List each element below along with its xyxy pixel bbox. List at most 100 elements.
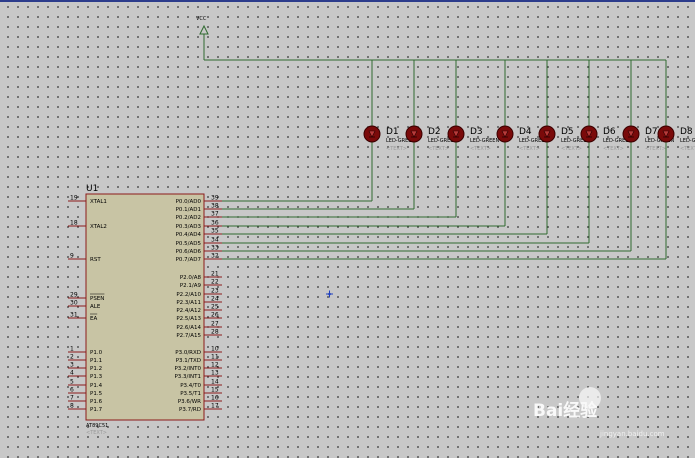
mcu-right-pins: 39P0.0/AD038P0.1/AD137P0.2/AD236P0.3/AD3… xyxy=(174,195,222,414)
pin-number: 35 xyxy=(211,228,219,235)
wires-layer xyxy=(203,34,667,260)
pin-label: P3.7/RD xyxy=(179,407,201,413)
led-subtext: <TEXT> xyxy=(428,146,449,152)
mcu-pin-3[interactable]: 3P1.2 xyxy=(68,362,102,373)
led-subtext: <TEXT> xyxy=(645,146,666,152)
pin-label: P0.3/AD3 xyxy=(176,224,202,230)
pin-label: P1.0 xyxy=(90,350,103,356)
mcu-left-pins: 19XTAL118XTAL29RST29PSEN30ALE31EA1P1.02P… xyxy=(68,195,107,414)
led-ref: D3 xyxy=(470,127,483,137)
mcu-pin-4[interactable]: 4P1.3 xyxy=(68,370,103,381)
led-subtext: <TEXT> xyxy=(519,146,540,152)
pin-label: P0.0/AD0 xyxy=(176,199,202,205)
mcu-pin-5[interactable]: 5P1.4 xyxy=(68,379,103,390)
watermark-text: Bai经验 xyxy=(533,400,598,421)
pin-number: 34 xyxy=(211,237,219,244)
pin-number: 36 xyxy=(211,220,219,227)
pin-number: 33 xyxy=(211,245,219,252)
pin-number: 26 xyxy=(211,312,219,319)
pin-label: P0.6/AD6 xyxy=(176,249,202,255)
pin-label: P0.1/AD1 xyxy=(176,207,201,213)
led-subtext: <TEXT> xyxy=(561,146,582,152)
led-part: LED-GREEN xyxy=(603,138,632,144)
led-ref: D2 xyxy=(428,127,441,137)
pin-number: 7 xyxy=(70,395,74,402)
vcc-label: VCC xyxy=(196,16,207,22)
mcu-pin-2[interactable]: 2P1.1 xyxy=(68,354,102,365)
pin-number: 10 xyxy=(211,346,219,353)
led-part: LED-GREEN xyxy=(680,138,695,144)
pin-number: 37 xyxy=(211,211,219,218)
led-subtext: <TEXT> xyxy=(386,146,407,152)
mcu-pin-6[interactable]: 6P1.5 xyxy=(68,387,103,398)
pin-label: P1.3 xyxy=(90,374,103,380)
pin-label: P2.3/A11 xyxy=(176,300,201,306)
mcu-subtext: <TEXT> xyxy=(86,430,107,436)
pin-number: 22 xyxy=(211,279,219,286)
mcu-body xyxy=(85,193,205,421)
pin-number: 2 xyxy=(70,354,74,361)
led-part: LED-GREEN xyxy=(386,138,415,144)
pin-number: 15 xyxy=(211,387,219,394)
vcc-terminal[interactable]: VCC xyxy=(196,16,209,35)
pin-label: EA xyxy=(90,316,97,322)
pin-label: P2.0/A8 xyxy=(180,275,202,281)
mcu-at89c51[interactable]: U1 AT89C51 <TEXT> 19XTAL118XTAL29RST29PS… xyxy=(68,184,222,436)
led-part: LED-GREEN xyxy=(428,138,457,144)
mcu-pin-7[interactable]: 7P1.6 xyxy=(68,395,103,406)
pin-label: P1.1 xyxy=(90,358,102,364)
pin-number: 1 xyxy=(70,346,74,353)
led-subtext: <TEXT> xyxy=(680,146,695,152)
pin-label: P3.6/WR xyxy=(178,399,201,405)
led-subtext: <TEXT> xyxy=(470,146,491,152)
pin-number: 17 xyxy=(211,403,219,410)
mcu-pin-8[interactable]: 8P1.7 xyxy=(68,403,103,414)
pin-label: P3.1/TXD xyxy=(176,358,201,364)
pin-label: P2.5/A13 xyxy=(176,316,201,322)
pin-number: 29 xyxy=(70,292,78,299)
pin-number: 25 xyxy=(211,304,219,311)
pin-label: P0.4/AD4 xyxy=(176,232,202,238)
pin-number: 24 xyxy=(211,296,219,303)
mcu-pin-1[interactable]: 1P1.0 xyxy=(68,346,103,357)
